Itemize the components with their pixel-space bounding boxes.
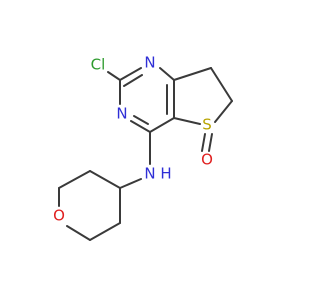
- bond-c6-s: [214, 100, 233, 123]
- bonds: [58, 67, 233, 241]
- bond-n1-c7a: [159, 67, 175, 81]
- bond-s-o-inner: [208, 133, 213, 152]
- atom-n1: N: [144, 54, 155, 72]
- molecule-diagram: Cl N N S O N H O: [53, 54, 233, 241]
- bond-c2-n1: [119, 67, 142, 81]
- bond-c2-n1-inner: [123, 74, 143, 87]
- atom-o-sulfoxide: O: [201, 151, 213, 169]
- bond-c4-n3: [130, 120, 151, 133]
- bond-oxane-5: [89, 222, 121, 241]
- bond-c7-c6: [210, 67, 233, 102]
- structure-svg: Cl N N S O N H O: [53, 54, 233, 241]
- bond-c4a-c4: [149, 117, 175, 133]
- bond-nh-oxane: [119, 178, 142, 189]
- atom-nh: N: [144, 165, 155, 183]
- bond-s-c4a: [173, 117, 201, 125]
- bond-cl-c2: [107, 71, 121, 81]
- atom-h: H: [160, 165, 171, 183]
- atom-cl: Cl: [91, 56, 106, 74]
- bond-oxane-2: [58, 170, 91, 189]
- atom-o-ring: O: [53, 207, 65, 225]
- bond-c7a-c7: [173, 67, 212, 81]
- bond-c4-n3-inner: [133, 115, 149, 125]
- atom-s: S: [202, 116, 212, 134]
- bond-oxane-4: [66, 225, 91, 241]
- bond-oxane-1: [89, 170, 121, 189]
- atom-n3: N: [116, 105, 127, 123]
- atom-labels: Cl N N S O N H O: [53, 54, 213, 225]
- bond-s-o: [201, 133, 206, 152]
